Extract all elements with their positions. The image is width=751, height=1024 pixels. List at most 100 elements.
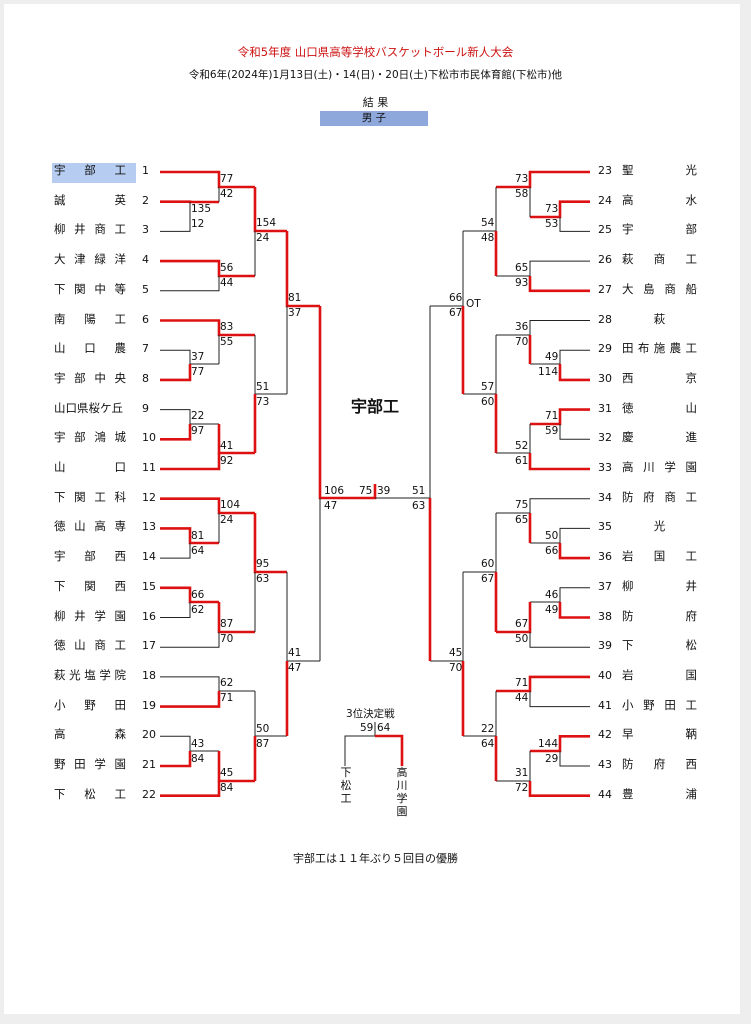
seed-7: 7 <box>142 342 149 356</box>
score-29: 154 <box>256 217 277 229</box>
score-13: 77 <box>220 173 234 185</box>
third-place-score-right: 64 <box>377 722 391 734</box>
seed-3: 3 <box>142 223 149 237</box>
score-30: 24 <box>256 232 270 244</box>
score-1: 135 <box>191 203 212 215</box>
third-place-line-right <box>375 734 404 766</box>
third-place-line-left <box>344 722 376 766</box>
seed-5: 5 <box>142 282 149 296</box>
seed-25: 25 <box>598 223 612 237</box>
team-name-21: 野田学園 <box>54 757 126 771</box>
tournament-dates-venue: 令和6年(2024年)1月13日(土)・14(日)・20日(土)下松市市民体育館… <box>188 69 563 81</box>
score-45: 73 <box>515 173 529 185</box>
score-8: 64 <box>191 545 205 557</box>
score-20: 92 <box>220 455 234 467</box>
score-38: 37 <box>288 307 302 319</box>
seed-18: 18 <box>142 668 156 682</box>
score-71: 31 <box>515 767 529 779</box>
score-44: 39 <box>377 485 391 497</box>
seed-6: 6 <box>142 312 149 326</box>
bracket-line <box>529 632 590 648</box>
seed-35: 35 <box>598 520 612 534</box>
seed-26: 26 <box>598 253 612 267</box>
seed-41: 41 <box>598 698 612 712</box>
bracket-line <box>529 691 590 708</box>
bracket-line-19-wins <box>160 691 221 708</box>
bracket-line <box>160 602 191 618</box>
seed-33: 33 <box>598 461 612 474</box>
score-6: 97 <box>191 425 205 437</box>
score-77: 60 <box>481 558 495 570</box>
seed-1: 1 <box>142 164 149 177</box>
score-60: 53 <box>545 218 559 230</box>
bracket-line <box>160 349 219 365</box>
seed-8: 8 <box>142 371 149 385</box>
team-name-27: 大島商船 <box>622 281 697 296</box>
team-name-4: 大津緑洋 <box>54 252 126 267</box>
seed-28: 28 <box>598 312 612 326</box>
score-58: 29 <box>545 753 559 765</box>
score-53: 50 <box>545 530 559 542</box>
score-56: 49 <box>545 604 559 616</box>
team-name-18: 萩光塩学院 <box>54 667 126 682</box>
score-23: 87 <box>220 618 234 630</box>
score-33: 95 <box>256 558 270 570</box>
team-name-38: 防府 <box>622 608 697 623</box>
bracket-line <box>496 498 590 514</box>
seed-23: 23 <box>598 164 612 177</box>
seed-39: 39 <box>598 639 612 653</box>
bracket-line <box>160 676 255 692</box>
seed-32: 32 <box>598 431 612 445</box>
score-36: 87 <box>256 738 270 750</box>
team-name-15: 下関西 <box>54 578 126 593</box>
seed-31: 31 <box>598 401 612 415</box>
seed-15: 15 <box>142 579 156 593</box>
team-name-28: 萩 <box>653 311 666 326</box>
score-12: 84 <box>191 753 205 765</box>
seed-43: 43 <box>598 758 612 771</box>
score-70: 44 <box>515 692 529 704</box>
bracket-line <box>160 543 191 559</box>
seed-42: 42 <box>598 728 612 742</box>
bracket-line <box>530 349 590 365</box>
score-57: 144 <box>538 738 559 750</box>
score-27: 45 <box>220 767 234 779</box>
bracket-line <box>559 217 590 232</box>
score-25: 62 <box>220 677 234 689</box>
score-80: 64 <box>481 738 495 750</box>
score-14: 42 <box>220 188 234 200</box>
score-73: 54 <box>481 217 495 229</box>
third-place-label: 3位決定戦 <box>346 708 395 720</box>
score-39: 41 <box>288 647 302 659</box>
score-55: 46 <box>545 589 559 601</box>
score-24: 70 <box>220 633 234 645</box>
score-64: 61 <box>515 455 529 467</box>
score-84: 70 <box>449 662 463 674</box>
seed-34: 34 <box>598 490 612 504</box>
score-66: 65 <box>515 514 529 526</box>
score-35: 50 <box>256 723 270 735</box>
seed-30: 30 <box>598 371 612 385</box>
bracket-line <box>160 409 219 425</box>
third-place-team-right: 高川学園 <box>396 766 408 818</box>
score-40: 47 <box>288 662 302 674</box>
bracket-line <box>496 260 590 277</box>
score-75: 57 <box>481 381 495 393</box>
seed-21: 21 <box>142 758 156 771</box>
bracket-line-21-wins <box>160 751 192 768</box>
bracket-line-13-wins <box>160 527 219 545</box>
bracket-line <box>559 751 590 767</box>
seed-38: 38 <box>598 609 612 623</box>
bracket-line <box>160 632 220 648</box>
score-7: 81 <box>191 530 205 542</box>
team-name-43: 防府西 <box>622 757 697 771</box>
bracket-line-24-wins <box>530 200 590 219</box>
score-16: 44 <box>220 277 234 289</box>
bracket-line-8-wins <box>160 364 192 382</box>
score-86: 63 <box>412 500 426 512</box>
team-name-31: 徳山 <box>622 400 697 415</box>
team-name-40: 岩国 <box>622 667 697 682</box>
team-name-7: 山口農 <box>54 341 126 356</box>
champion-name: 宇部工 <box>350 397 399 416</box>
